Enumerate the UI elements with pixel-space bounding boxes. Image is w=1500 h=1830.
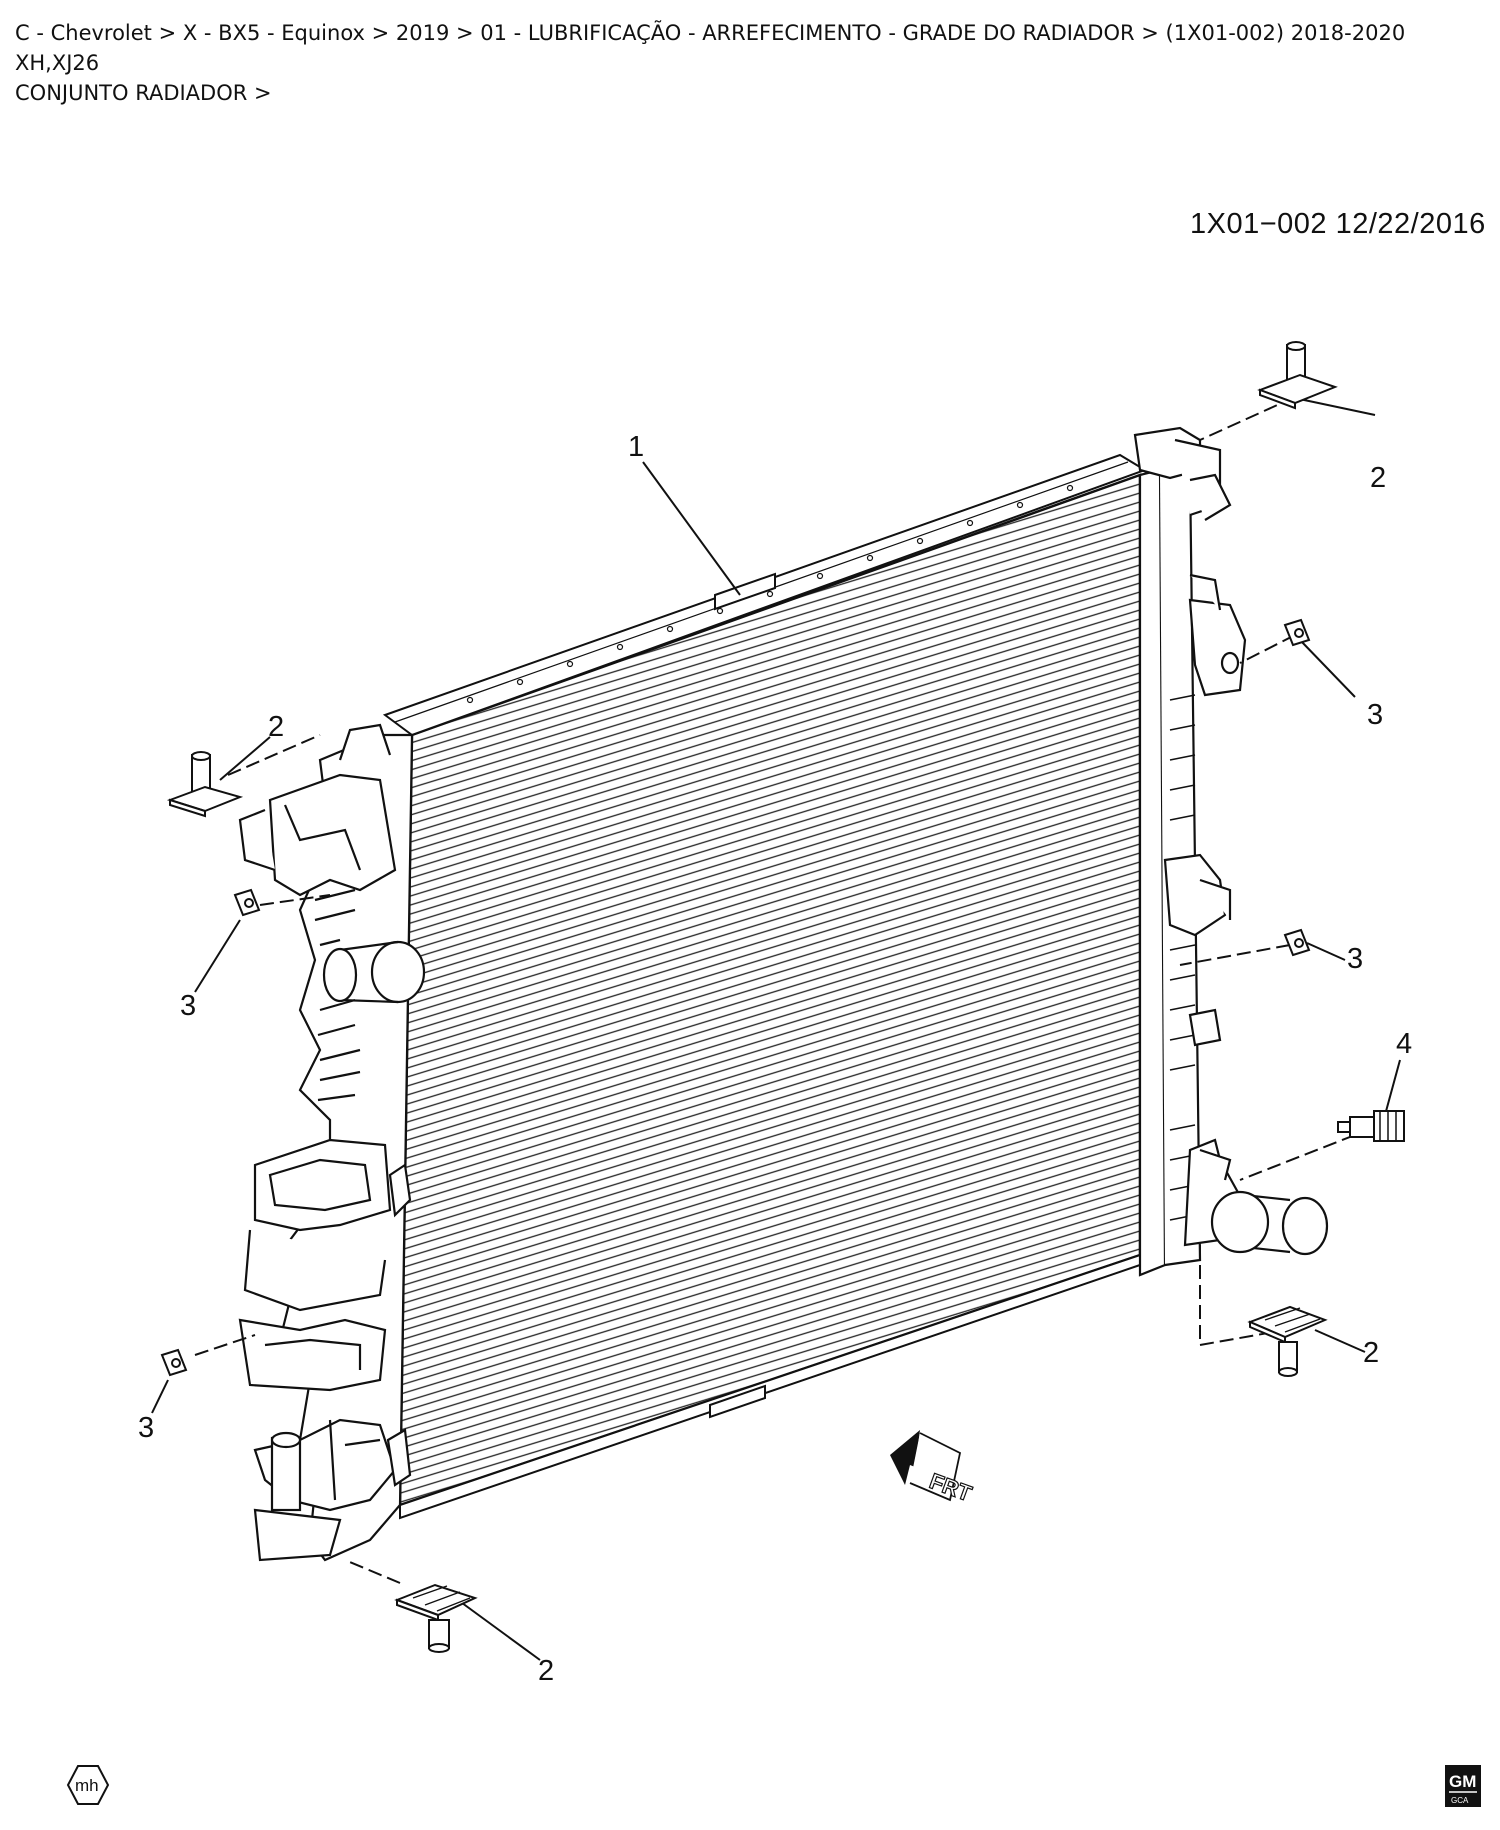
clip-right-upper [1283, 618, 1311, 647]
clip-left-lower [160, 1348, 188, 1377]
svg-text:GM: GM [1449, 1772, 1476, 1791]
mh-logo: mh [66, 1765, 110, 1805]
breadcrumb-line-2[interactable]: CONJUNTO RADIADOR > [15, 81, 272, 105]
breadcrumb: C - Chevrolet > X - BX5 - Equinox > 2019… [15, 18, 1475, 108]
insulator-upper-left [166, 751, 244, 818]
right-tank-ribs [1169, 694, 1196, 1221]
radiator-fin-area [398, 473, 1142, 1507]
diagram-id-date: 1X01−002 12/22/2016 [1190, 208, 1486, 240]
callout-3-right-middle[interactable]: 3 [1347, 943, 1363, 975]
callout-2-lower-right[interactable]: 2 [1363, 1337, 1379, 1369]
insulator-bottom [394, 1583, 478, 1653]
callouts: 1 2 2 2 2 3 3 3 3 4 [138, 431, 1412, 1687]
svg-text:GCA: GCA [1451, 1796, 1469, 1805]
callout-2-top-right[interactable]: 2 [1370, 462, 1386, 494]
front-direction-indicator: FRT [890, 1430, 976, 1507]
callout-3-left-upper[interactable]: 3 [180, 990, 196, 1022]
callout-4[interactable]: 4 [1396, 1028, 1412, 1060]
insulator-lower-right [1247, 1305, 1328, 1377]
insulator-top-right [1257, 341, 1338, 410]
callout-2-upper-left[interactable]: 2 [268, 711, 284, 743]
right-side-tank [1133, 426, 1329, 1277]
svg-text:mh: mh [75, 1776, 99, 1795]
breadcrumb-line-1[interactable]: C - Chevrolet > X - BX5 - Equinox > 2019… [15, 21, 1406, 75]
clip-right-middle [1283, 928, 1311, 957]
left-side-tank [238, 723, 426, 1562]
callout-3-right-upper[interactable]: 3 [1367, 699, 1383, 731]
gm-logo: GM GCA [1445, 1765, 1481, 1807]
radiator-core [382, 453, 1148, 1520]
frt-label: FRT [926, 1468, 975, 1506]
clip-left-upper [233, 888, 261, 917]
top-rail-holes [466, 484, 1074, 704]
callout-2-bottom[interactable]: 2 [538, 1655, 554, 1687]
callout-3-left-lower[interactable]: 3 [138, 1412, 154, 1444]
callout-1[interactable]: 1 [628, 431, 644, 463]
coolant-temp-sensor [1337, 1110, 1405, 1142]
